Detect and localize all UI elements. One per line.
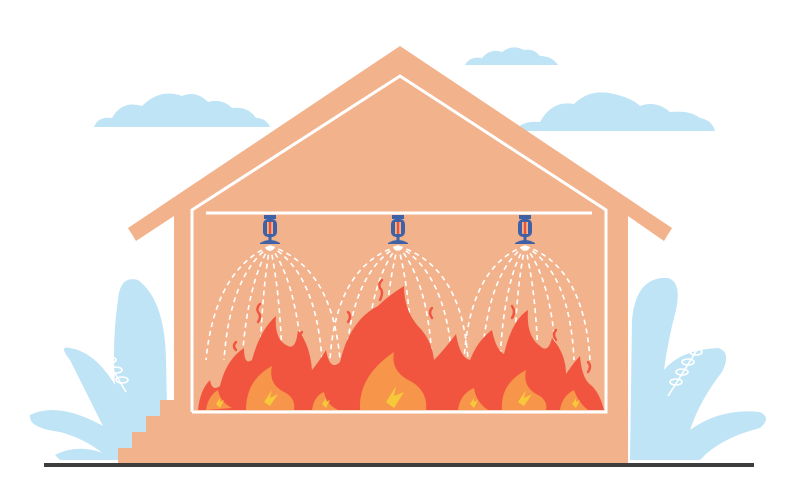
foliage-left bbox=[29, 279, 168, 460]
cloud-left bbox=[94, 93, 270, 127]
flame-mid bbox=[206, 352, 588, 410]
foliage-right bbox=[630, 277, 766, 460]
steps bbox=[118, 400, 174, 466]
embers bbox=[232, 278, 592, 374]
cloud-right bbox=[515, 92, 715, 131]
sprinkler-icon bbox=[388, 215, 408, 244]
sprinkler-icon bbox=[260, 215, 280, 244]
cloud-top-right bbox=[465, 47, 558, 65]
inner-roof-outline bbox=[190, 74, 608, 414]
fern-right bbox=[667, 337, 709, 397]
fire bbox=[198, 278, 604, 410]
fern-left bbox=[89, 335, 129, 393]
flame-inner bbox=[216, 386, 580, 408]
sprinkler-heads bbox=[260, 215, 535, 244]
flame-outer bbox=[198, 286, 604, 410]
sprinkler-icon bbox=[515, 215, 535, 244]
ground-line bbox=[44, 463, 754, 467]
